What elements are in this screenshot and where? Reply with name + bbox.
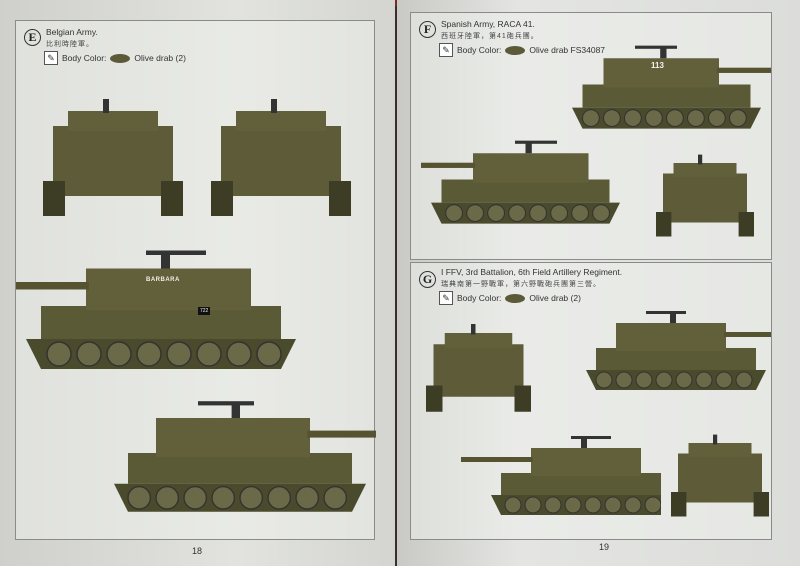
section-badge: G [419, 271, 436, 288]
body-color-label: Body Color: [457, 45, 502, 55]
tank-number-plate: 722 [198, 307, 211, 315]
left-side-view-e [16, 249, 297, 370]
page-19: F Spanish Army, RACA 41. 西班牙陸軍，第41砲兵團。 ✎… [397, 0, 800, 566]
paintbrush-icon: ✎ [439, 291, 453, 305]
body-color-line: ✎ Body Color: Olive drab (2) [439, 291, 581, 305]
color-swatch [505, 293, 526, 303]
body-color-label: Body Color: [62, 53, 107, 63]
paintbrush-icon: ✎ [44, 51, 58, 65]
section-f: F Spanish Army, RACA 41. 西班牙陸軍，第41砲兵團。 ✎… [410, 12, 772, 260]
color-swatch [110, 53, 131, 63]
body-color-line: ✎ Body Color: Olive drab FS34087 [439, 43, 605, 57]
body-color-label: Body Color: [457, 293, 502, 303]
tank-name-marking: BARBARA [146, 277, 180, 283]
page-number: 19 [599, 542, 610, 552]
paintbrush-icon: ✎ [439, 43, 453, 57]
section-title: Spanish Army, RACA 41. [441, 19, 535, 29]
color-name: Olive drab (2) [529, 293, 581, 303]
color-name: Olive drab (2) [134, 53, 186, 63]
section-e: E Belgian Army. 比利時陸軍。 ✎ Body Color: Oli… [15, 20, 376, 540]
right-side-view-e [113, 400, 376, 513]
tank-number-marking: 113 [651, 61, 664, 70]
left-side-view-g [585, 310, 771, 391]
left-side-view-f [571, 45, 771, 130]
page-number: 18 [192, 546, 203, 556]
right-side-view-g [460, 435, 661, 516]
section-subtitle: 瑞典南第一野戰軍，第六野戰砲兵團第三營。 [441, 281, 601, 288]
section-badge: F [419, 21, 436, 38]
body-color-line: ✎ Body Color: Olive drab (2) [44, 51, 186, 65]
section-subtitle: 比利時陸軍。 [46, 41, 94, 48]
rear-view-f [656, 154, 754, 237]
section-g: G I FFV, 3rd Battalion, 6th Field Artill… [410, 262, 772, 540]
right-side-view-f [421, 140, 621, 225]
rear-view-g [426, 324, 531, 412]
page-18: E Belgian Army. 比利時陸軍。 ✎ Body Color: Oli… [0, 0, 395, 566]
front-view-e [43, 99, 183, 216]
section-badge: E [24, 29, 41, 46]
section-subtitle: 西班牙陸軍，第41砲兵團。 [441, 33, 539, 40]
front-view-g [671, 434, 769, 517]
rear-view-e [211, 99, 351, 216]
section-title: I FFV, 3rd Battalion, 6th Field Artiller… [441, 267, 623, 277]
section-title: Belgian Army. [46, 27, 98, 37]
color-name: Olive drab FS34087 [529, 45, 606, 55]
color-swatch [505, 45, 526, 55]
